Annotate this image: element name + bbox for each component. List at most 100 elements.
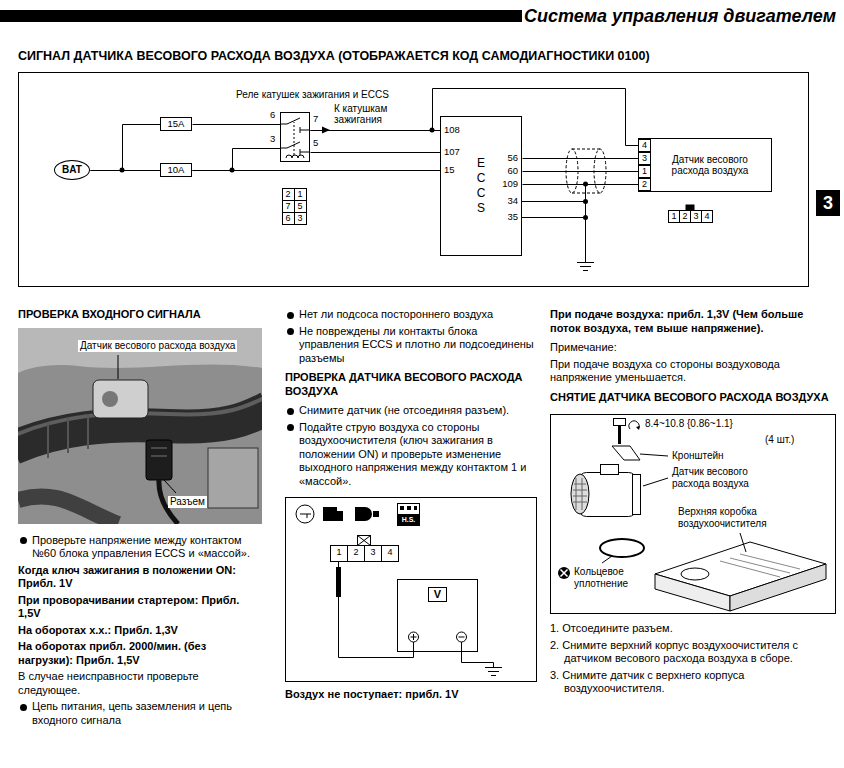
voltmeter-figure <box>485 668 502 676</box>
voltmeter-figure <box>411 634 417 640</box>
voltmeter-figure <box>339 561 414 658</box>
header-bar <box>0 10 522 22</box>
section-heading: ПРОВЕРКА ВХОДНОГО СИГНАЛА <box>18 308 262 322</box>
removal-figure <box>551 415 836 614</box>
removal-figure <box>612 446 640 460</box>
wire <box>193 149 281 171</box>
note-text: В случае неисправности проверьте следующ… <box>18 670 262 697</box>
bullet-text: Подайте струю воздуха со стороны воздухо… <box>285 421 537 489</box>
removal-figure <box>558 567 570 579</box>
relay-box: Реле катушек зажигания и ECCS <box>280 112 310 162</box>
wire <box>91 170 161 171</box>
voltmeter-figure <box>331 546 348 562</box>
removal-figure <box>601 465 619 475</box>
voltage-value: При подаче воздуха: прибл. 1,3V (Чем бол… <box>550 308 836 335</box>
pin-number: 5 <box>313 137 318 149</box>
pin-number: 2 <box>282 188 294 200</box>
voltmeter-figure <box>429 588 447 602</box>
engine-photo <box>118 355 176 493</box>
meter-label: V <box>428 587 447 601</box>
diagram-title: СИГНАЛ ДАТЧИКА ВЕСОВОГО РАСХОДА ВОЗДУХА … <box>18 49 650 64</box>
relay-connector-icon <box>283 189 295 201</box>
bullet-text: Нет ли подсоса постороннего воздуха <box>285 308 537 322</box>
torque-value: 8.4~10.8 {0.86~1.1} <box>645 418 733 430</box>
voltmeter-figure <box>296 505 314 523</box>
relay-connector-icon <box>283 189 307 225</box>
battery-terminal: BAT <box>54 160 90 180</box>
junction-dot <box>120 128 589 221</box>
pin-number: 3 <box>364 546 382 558</box>
removal-figure <box>681 568 709 580</box>
relay-connector-icon <box>283 201 295 213</box>
engine-photo <box>93 380 148 418</box>
diagram-frame <box>19 73 809 287</box>
pin-number: 7 <box>282 200 294 212</box>
removal-figure <box>720 554 800 577</box>
terminal-number: 56 <box>490 152 518 164</box>
bullet-text: Снимите датчик (не отсоединяя разъем). <box>285 404 537 418</box>
note-text: При подаче воздуха со стороны воздуховод… <box>550 358 836 385</box>
fuse: 15A <box>160 117 192 131</box>
removal-figure <box>629 421 639 429</box>
section-header: Система управления двигателем <box>524 5 836 27</box>
voltmeter-figure <box>457 632 467 642</box>
page: H.S.1234V <box>285 497 537 682</box>
removal-figure <box>636 426 640 430</box>
ground-wire <box>522 184 594 271</box>
pin-number: 3 <box>294 212 306 224</box>
page: Датчик весового расхода воздухаРазъем <box>18 328 262 524</box>
sensor-connector-icon <box>686 205 694 210</box>
part-label: Датчик весового расхода воздуха <box>78 340 237 352</box>
diagram-frame <box>19 73 809 287</box>
pin-number: 1 <box>294 188 306 200</box>
pin-number: 3 <box>270 133 275 145</box>
sensor-connector-icon <box>680 211 691 223</box>
terminal-number: 34 <box>490 195 518 207</box>
relay-symbol <box>294 122 295 155</box>
relay-connector-icon <box>295 189 307 201</box>
engine-photo <box>208 448 258 508</box>
sensor-connector-icon <box>669 211 680 223</box>
sensor-box: Датчик весового расхода воздуха <box>638 138 772 192</box>
removal-figure <box>614 419 626 426</box>
control-unit-box: E C C S <box>440 116 522 256</box>
sensor-connector-icon <box>691 211 702 223</box>
bullet-text: Проверьте напряжение между контактом №60… <box>18 534 262 561</box>
voltmeter-figure <box>409 632 419 642</box>
wire <box>523 184 639 185</box>
engine-photo <box>18 328 262 524</box>
removal-figure <box>561 570 568 577</box>
pin-number: 1 <box>668 210 680 222</box>
voltmeter-figure <box>300 514 311 518</box>
junction-dot <box>583 215 588 220</box>
header-bar <box>0 10 522 22</box>
bullet-text: Цепь питания, цепь заземления и цепь вхо… <box>18 700 262 727</box>
node-text: 10A <box>168 165 185 176</box>
page: Нет ли подсоса постороннего воздуха Не по… <box>285 308 537 491</box>
voltmeter-figure <box>398 504 420 526</box>
pin-number: 6 <box>270 109 275 121</box>
wire <box>311 152 441 153</box>
fuse: 10A <box>160 163 192 177</box>
voltmeter-figure <box>459 637 465 638</box>
pin-number: 5 <box>294 200 306 212</box>
sensor-pin-boxes <box>639 153 651 165</box>
removal-figure <box>640 454 668 456</box>
relay-symbol <box>280 118 310 158</box>
bullet-text: Не повреждены ли контакты блока управлен… <box>285 325 537 366</box>
page: Нет ли подсоса постороннего воздуха Не по… <box>285 308 537 705</box>
removal-figure <box>573 478 587 510</box>
pin-number: 4 <box>381 546 399 558</box>
sensor-pin-boxes <box>639 140 651 152</box>
voltmeter-figure <box>400 506 417 510</box>
part-label: Кольцевое уплотнение <box>574 566 646 590</box>
wire <box>193 124 281 125</box>
page: 1. Отсоедините разъем.2. Снимите верхний… <box>550 622 836 699</box>
voltmeter-figure <box>286 498 537 682</box>
relay-symbol <box>280 118 310 133</box>
step-text: 3. Снимите датчик с верхнего корпуса воз… <box>550 669 836 696</box>
sensor-connector-icon <box>669 205 713 223</box>
relay-connector-icon <box>283 213 295 225</box>
sensor-pin-boxes <box>639 140 651 191</box>
page: При подаче воздуха: прибл. 1,3V (Чем бол… <box>550 308 836 410</box>
